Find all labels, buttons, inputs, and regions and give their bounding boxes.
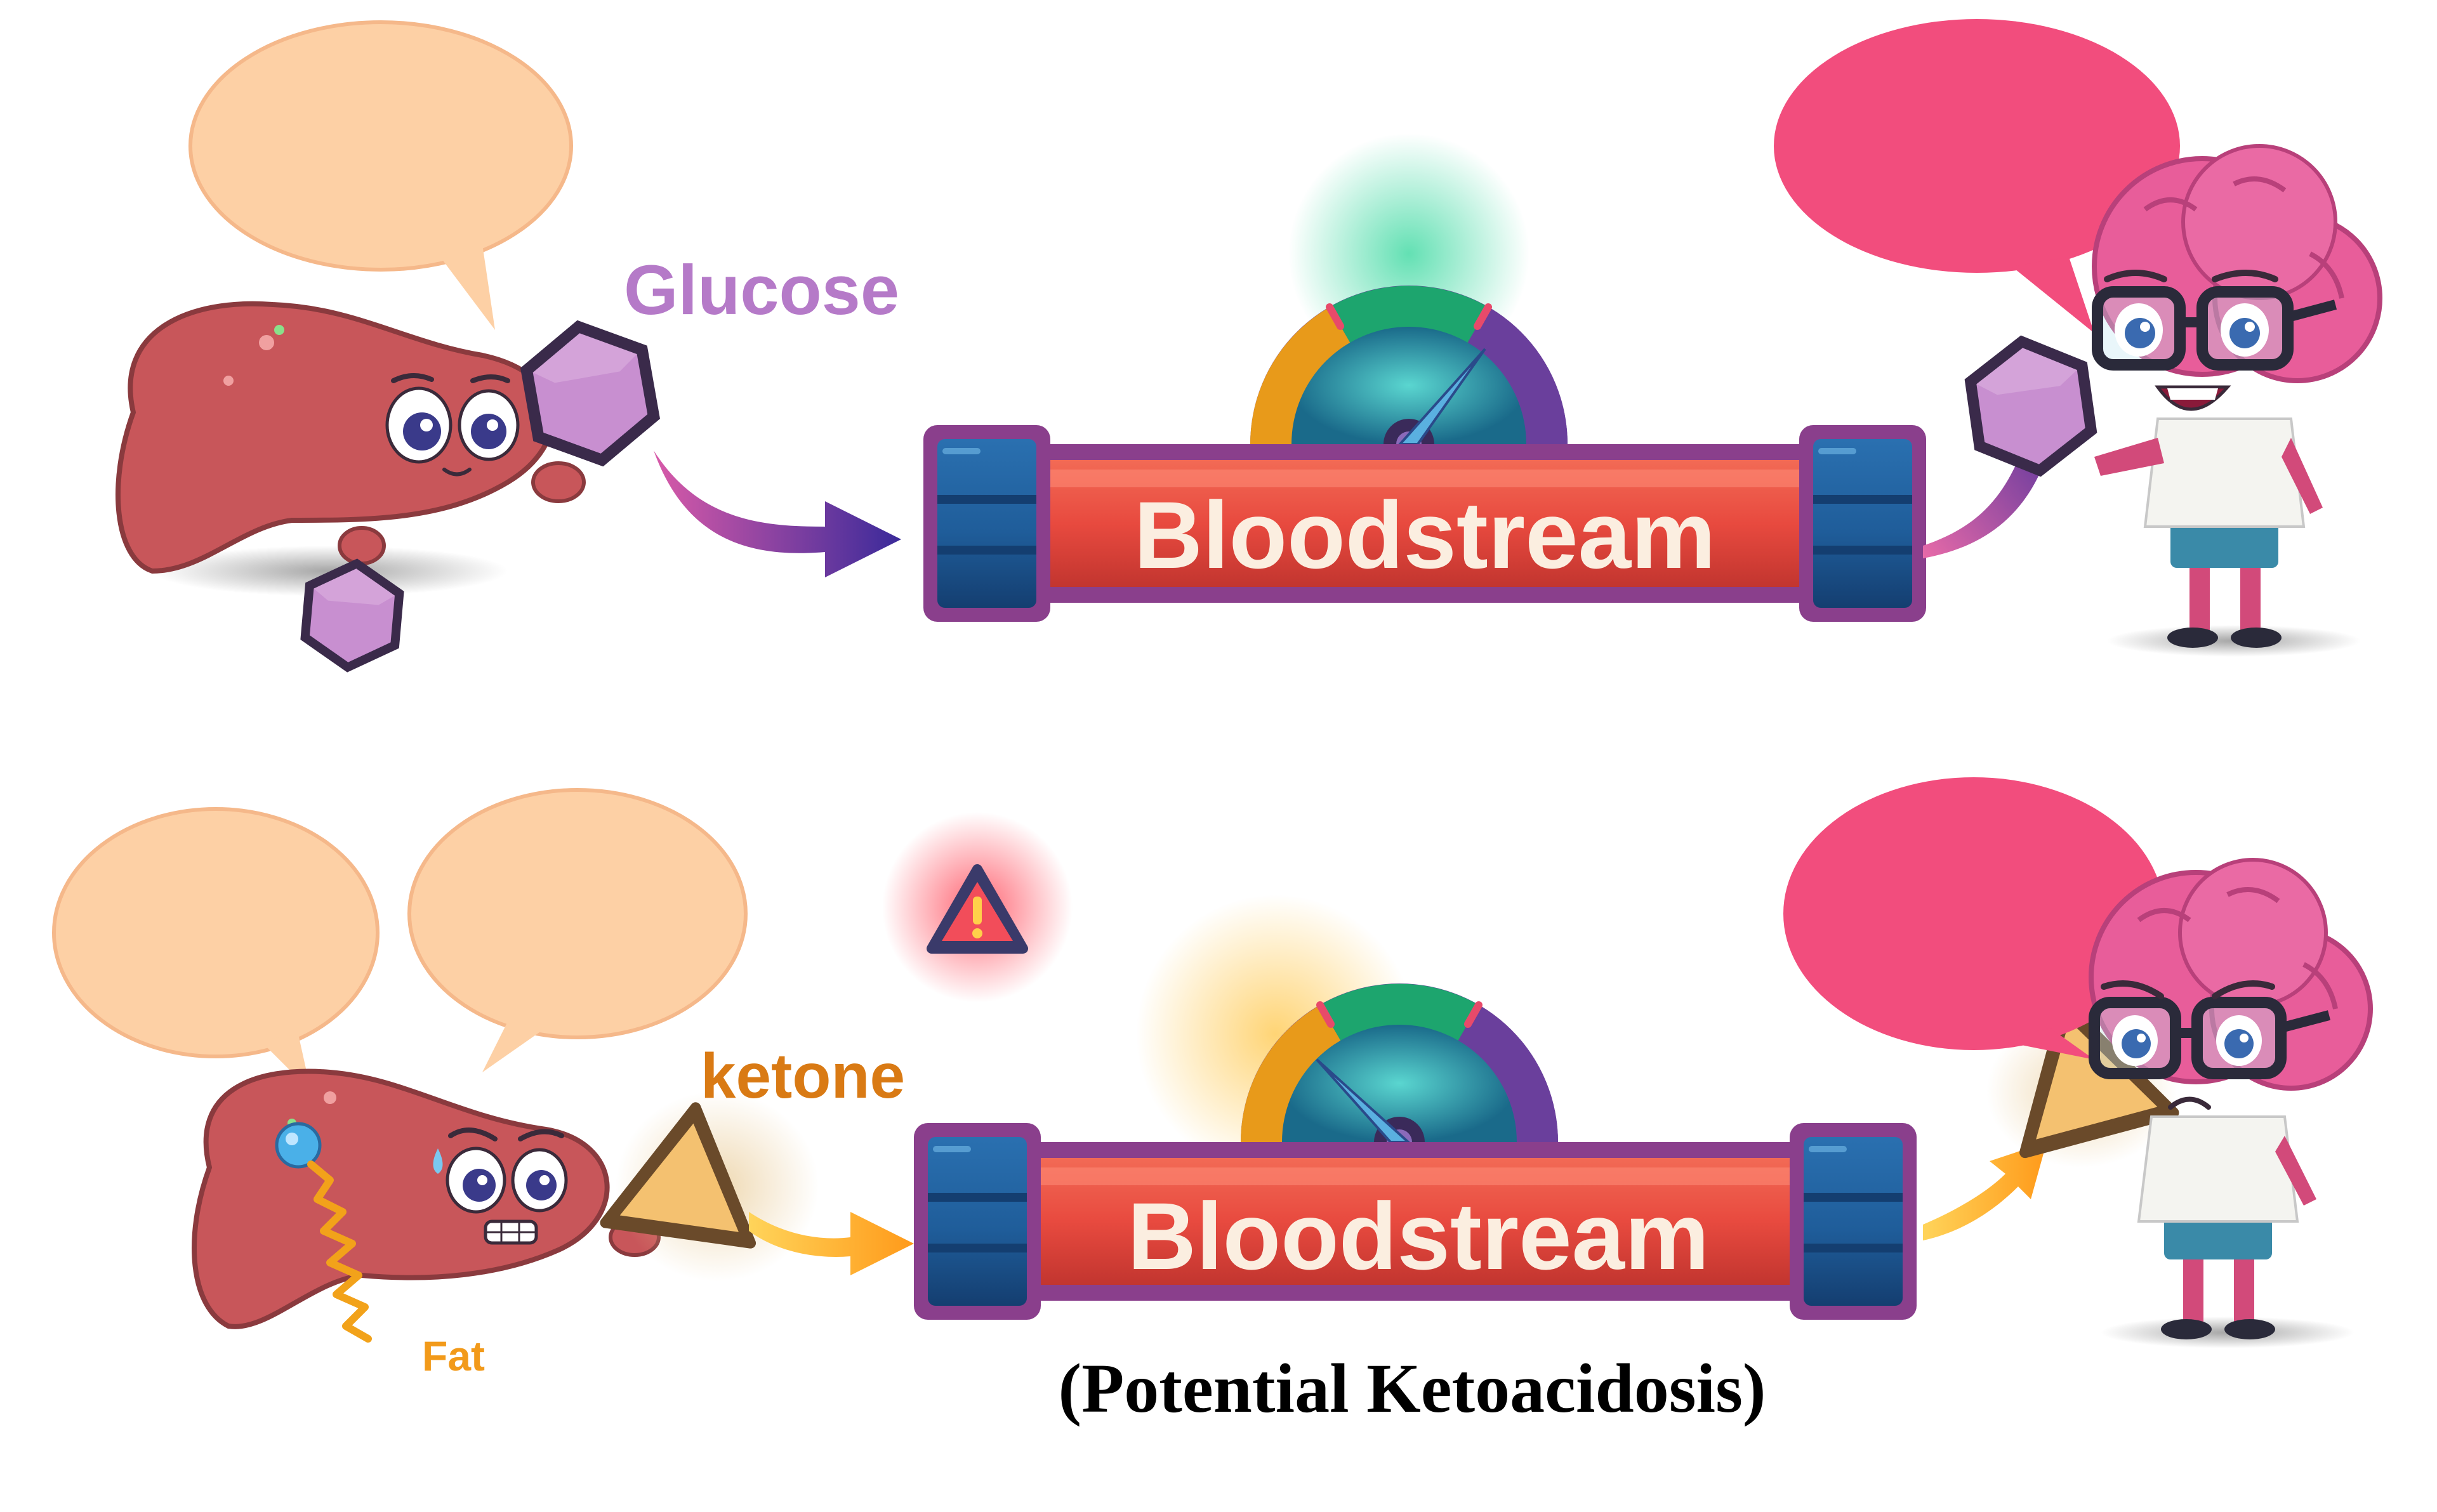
ketone-label: ketone (701, 1041, 905, 1112)
hexagon-icon (1959, 327, 2103, 485)
arrow-glucose-to-bloodstream (654, 450, 901, 577)
blood-level-gauge (1250, 286, 1568, 470)
liver-character-happy (116, 301, 586, 596)
fat-molecule-icon (275, 1122, 372, 1343)
panel-normal: Glucose Bloodstream (116, 19, 2382, 677)
liver-speech-bubble (52, 807, 380, 1091)
liver-speech-bubble (407, 788, 748, 1072)
brain-character-worried (2089, 858, 2373, 1348)
brain-speech-bubble (1774, 19, 2180, 333)
bloodstream-label: Bloodstream (1128, 1183, 1710, 1289)
liver-speech-bubble (188, 20, 573, 330)
panel-ketone: Fat ketone (52, 777, 2373, 1427)
brain-character-happy (2092, 144, 2382, 657)
bloodstream-label: Bloodstream (1134, 482, 1716, 588)
fat-label: Fat (422, 1332, 485, 1379)
warning-triangle-icon (927, 864, 1028, 954)
glucose-label: Glucose (624, 251, 899, 329)
liver-character-worried (192, 1068, 661, 1329)
ketoacidosis-caption: (Potential Ketoacidosis) (1058, 1350, 1766, 1427)
arrow-ketone-to-bloodstream (749, 1212, 914, 1275)
brain-speech-bubble (1783, 777, 2164, 1060)
arrow-ketone-to-brain (1923, 1142, 2047, 1240)
